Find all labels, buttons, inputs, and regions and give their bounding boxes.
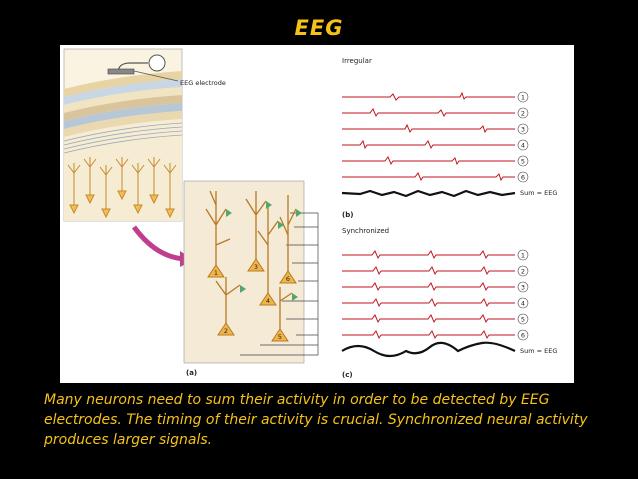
neuron-number: 4 bbox=[266, 297, 270, 305]
trace-number: 6 bbox=[521, 332, 525, 340]
panel-c-label: (c) bbox=[342, 371, 353, 379]
neuron-number: 5 bbox=[278, 333, 282, 341]
irregular-trace-numbers: 1 2 3 4 5 6 bbox=[518, 92, 528, 182]
neuron-number: 3 bbox=[254, 263, 258, 271]
trace-number: 1 bbox=[521, 94, 525, 102]
neuron-number: 2 bbox=[224, 327, 228, 335]
neuron-detail-panel: 1 2 3 4 5 6 bbox=[184, 181, 318, 363]
trace-number: 4 bbox=[521, 142, 525, 150]
synchronized-trace-numbers: 1 2 3 4 5 6 bbox=[518, 250, 528, 340]
trace-number: 3 bbox=[521, 284, 525, 292]
irregular-sum-label: Sum = EEG bbox=[520, 189, 557, 197]
slide-caption: Many neurons need to sum their activity … bbox=[44, 390, 624, 450]
eeg-figure: EEG electrode bbox=[60, 45, 574, 383]
irregular-sum-trace bbox=[342, 191, 515, 196]
trace-number: 5 bbox=[521, 158, 525, 166]
panel-b-label: (b) bbox=[342, 211, 353, 219]
irregular-traces bbox=[342, 93, 515, 180]
synchronized-sum-trace bbox=[342, 343, 515, 356]
electrode-label: EEG electrode bbox=[180, 79, 226, 87]
eeg-figure-svg: EEG electrode bbox=[60, 45, 574, 383]
trace-number: 5 bbox=[521, 316, 525, 324]
neuron-number: 6 bbox=[286, 275, 290, 283]
irregular-title: Irregular bbox=[342, 57, 372, 65]
synchronized-traces bbox=[342, 251, 515, 338]
synchronized-title: Synchronized bbox=[342, 227, 389, 235]
trace-number: 4 bbox=[521, 300, 525, 308]
slide-title: EEG bbox=[0, 16, 638, 40]
trace-number: 1 bbox=[521, 252, 525, 260]
synchronized-sum-label: Sum = EEG bbox=[520, 347, 557, 355]
trace-number: 3 bbox=[521, 126, 525, 134]
trace-number: 2 bbox=[521, 110, 525, 118]
panel-a-label: (a) bbox=[186, 369, 197, 377]
trace-number: 2 bbox=[521, 268, 525, 276]
neuron-number: 1 bbox=[214, 269, 218, 277]
trace-number: 6 bbox=[521, 174, 525, 182]
